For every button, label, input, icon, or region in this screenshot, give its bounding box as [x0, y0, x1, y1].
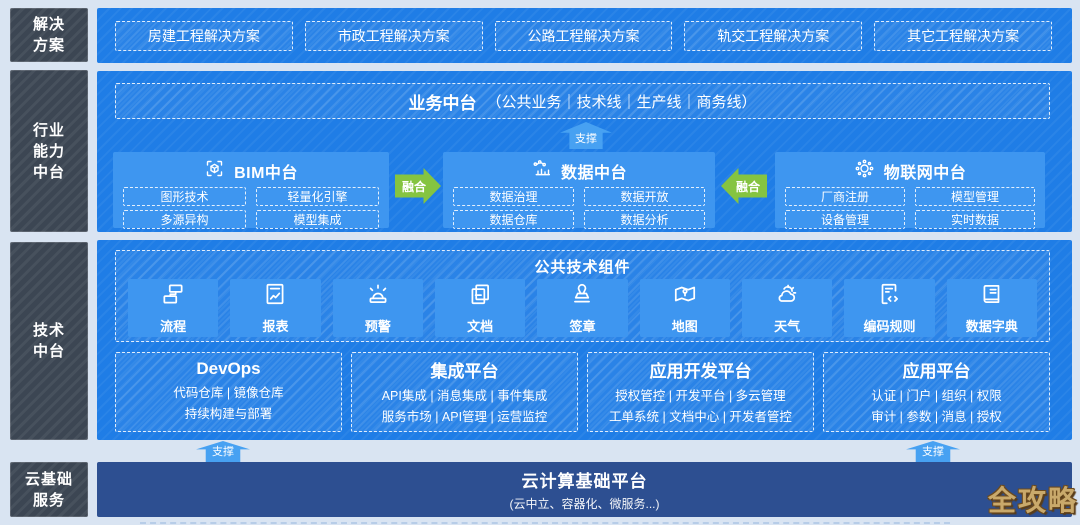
iot-platform-title: 物联网中台	[883, 165, 967, 182]
solution-other: 其它工程解决方案	[874, 21, 1052, 51]
tile-document: 文档	[434, 279, 526, 337]
tile-weather: 天气	[741, 279, 833, 337]
merge-arrow-right: 融合	[395, 168, 441, 204]
data-item: 数据仓库	[453, 210, 574, 229]
industry-panel: 业务中台 （公共业务｜技术线｜生产线｜商务线） 支撑 BIM中台 图形技术 轻量…	[97, 71, 1072, 232]
iot-item: 模型管理	[915, 187, 1035, 206]
bim-item: 多源异构	[123, 210, 246, 229]
bim-item: 图形技术	[123, 187, 246, 206]
bim-item: 轻量化引擎	[256, 187, 379, 206]
tile-label: 签章	[569, 319, 596, 334]
bottom-dashed-divider	[140, 522, 950, 524]
map-icon	[672, 281, 698, 312]
merge-arrow-label: 融合	[735, 179, 760, 194]
data-dictionary-icon	[979, 281, 1005, 312]
business-platform-title: 业务中台	[408, 93, 477, 113]
tile-label: 预警	[364, 319, 391, 334]
merge-arrow-left: 融合	[721, 168, 767, 204]
tile-stamp: 签章	[537, 279, 628, 337]
document-icon	[467, 281, 493, 312]
tile-label: 编码规则	[863, 319, 916, 334]
tile-flow: 流程	[128, 279, 219, 337]
business-middle-platform-bar: 业务中台 （公共业务｜技术线｜生产线｜商务线）	[115, 83, 1050, 119]
app-platform-title: 应用平台	[902, 361, 971, 381]
data-platform-box: 数据中台 数据治理 数据开放 数据仓库 数据分析	[443, 152, 715, 229]
support-arrow-bottom-right: 支撑	[906, 441, 960, 462]
tile-label: 报表	[262, 319, 289, 334]
rail-industry-middle-platform: 行业 能力 中台	[10, 70, 88, 232]
business-platform-detail: （公共业务｜技术线｜生产线｜商务线）	[486, 93, 757, 111]
tile-report: 报表	[230, 279, 321, 337]
bim-item: 模型集成	[256, 210, 379, 229]
devops-platform: DevOps 代码仓库 | 镜像仓库 持续构建与部署	[115, 352, 342, 432]
tile-label: 数据字典	[965, 319, 1018, 334]
cloud-computing-platform-bar: 云计算基础平台 (云中立、容器化、微服务...)	[97, 462, 1072, 517]
weather-icon	[774, 281, 800, 312]
bim-platform-box: BIM中台 图形技术 轻量化引擎 多源异构 模型集成	[113, 152, 389, 229]
solution-highway: 公路工程解决方案	[494, 21, 673, 51]
app-dev-platform: 应用开发平台 授权管控 | 开发平台 | 多云管理 工单系统 | 文档中心 | …	[587, 352, 814, 432]
tile-alert: 预警	[332, 279, 423, 337]
bim-cube-icon	[204, 158, 225, 184]
rail-cloud-services: 云基础 服务	[10, 462, 88, 517]
app-dev-title: 应用开发平台	[649, 361, 752, 381]
integration-line: API集成 | 消息集成 | 事件集成	[381, 388, 548, 403]
app-dev-line: 工单系统 | 文档中心 | 开发者管控	[609, 409, 792, 424]
data-item: 数据分析	[584, 210, 705, 229]
data-item: 数据开放	[584, 187, 705, 206]
rail-solutions: 解决 方案	[10, 8, 88, 62]
integration-platform: 集成平台 API集成 | 消息集成 | 事件集成 服务市场 | API管理 | …	[351, 352, 578, 432]
report-icon	[262, 281, 288, 312]
devops-line: 持续构建与部署	[184, 407, 273, 421]
app-platform-line: 审计 | 参数 | 消息 | 授权	[871, 409, 1002, 424]
support-arrow-label: 支撑	[575, 133, 597, 145]
solutions-panel: 房建工程解决方案 市政工程解决方案 公路工程解决方案 轨交工程解决方案 其它工程…	[97, 8, 1072, 63]
app-dev-line: 授权管控 | 开发平台 | 多云管理	[615, 388, 786, 403]
merge-arrow-label: 融合	[402, 179, 427, 194]
devops-line: 代码仓库 | 镜像仓库	[173, 386, 284, 401]
data-platform-title: 数据中台	[560, 165, 627, 182]
app-platform: 应用平台 认证 | 门户 | 组织 | 权限 审计 | 参数 | 消息 | 授权	[823, 352, 1050, 432]
bim-platform-title: BIM中台	[234, 165, 298, 182]
iot-item: 实时数据	[915, 210, 1035, 229]
tile-label: 文档	[467, 319, 494, 334]
devops-title: DevOps	[196, 359, 261, 379]
flow-icon	[160, 281, 186, 312]
tile-label: 天气	[774, 319, 801, 334]
support-arrow-middle: 支撑	[560, 122, 612, 149]
common-tech-components: 公共技术组件 流程	[115, 250, 1050, 342]
code-rule-icon	[876, 281, 902, 312]
data-item: 数据治理	[453, 187, 574, 206]
solution-municipal: 市政工程解决方案	[304, 21, 483, 51]
cloud-platform-title: 云计算基础平台	[521, 472, 648, 491]
tile-data-dictionary: 数据字典	[946, 279, 1037, 337]
integration-line: 服务市场 | API管理 | 运营监控	[381, 409, 548, 424]
iot-item: 设备管理	[785, 210, 905, 229]
app-platform-line: 认证 | 门户 | 组织 | 权限	[871, 388, 1002, 403]
cloud-platform-subtitle: (云中立、容器化、微服务...)	[509, 497, 660, 511]
support-arrow-label: 支撑	[922, 446, 944, 458]
integration-title: 集成平台	[430, 361, 499, 381]
tech-panel: 公共技术组件 流程	[97, 240, 1072, 440]
data-chart-icon	[531, 158, 552, 184]
watermark-text: 全攻略	[987, 485, 1078, 516]
iot-network-icon	[854, 158, 875, 184]
tile-label: 流程	[160, 319, 187, 334]
tile-map: 地图	[639, 279, 730, 337]
solution-rail: 轨交工程解决方案	[684, 21, 863, 51]
iot-item: 厂商注册	[785, 187, 905, 206]
support-arrow-bottom-left: 支撑	[196, 441, 250, 462]
iot-platform-box: 物联网中台 厂商注册 模型管理 设备管理 实时数据	[775, 152, 1045, 229]
support-arrow-label: 支撑	[212, 446, 234, 458]
alert-icon	[365, 281, 391, 312]
components-title: 公共技术组件	[534, 259, 631, 276]
tile-label: 地图	[671, 319, 698, 334]
rail-tech-middle-platform: 技术 中台	[10, 242, 88, 440]
solution-building: 房建工程解决方案	[115, 21, 293, 51]
stamp-icon	[569, 281, 595, 312]
tile-code-rules: 编码规则	[844, 279, 935, 337]
